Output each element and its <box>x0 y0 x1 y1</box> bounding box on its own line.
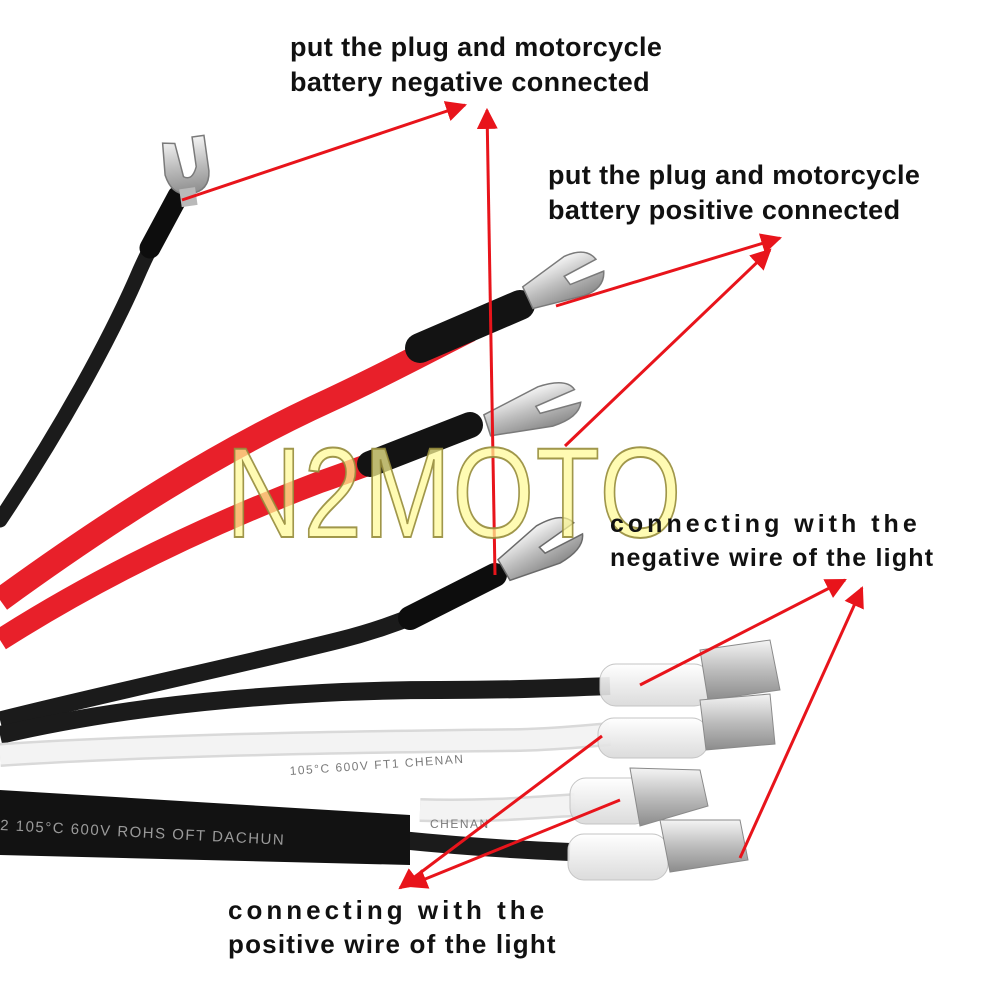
fork-terminal-positive-lower <box>482 382 582 437</box>
caption-battery-negative-line2: battery negative connected <box>290 67 651 97</box>
spade-connector-1 <box>599 639 781 707</box>
caption-light-negative-line1: connecting with the <box>610 510 921 538</box>
caption-light-positive-line2: positive wire of the light <box>228 929 557 959</box>
fork-terminal-middle <box>497 516 584 582</box>
spade-connector-4 <box>567 819 749 881</box>
arrow-neg-batt-up <box>476 107 498 576</box>
red-positive-wire-lower <box>0 382 582 650</box>
arrow-neg-light-upper <box>639 578 847 687</box>
arrow-neg-light-lower <box>738 586 864 859</box>
caption-light-negative-line2: negative wire of the light <box>610 544 935 572</box>
caption-battery-negative-line1: put the plug and motorcycle <box>290 32 663 62</box>
spade-connector-3 <box>569 767 709 827</box>
caption-battery-positive-line1: put the plug and motorcycle <box>548 160 921 190</box>
fork-terminal-positive-upper <box>521 251 605 310</box>
black-negative-battery-wire <box>0 134 210 528</box>
arrow-pos-batt-lower <box>563 248 772 448</box>
caption-light-negative: connecting with the negative wire of the … <box>610 507 934 575</box>
arrow-neg-batt-to-text <box>181 101 467 202</box>
white-wire-upper: 105°C 600V FT1 CHENAN <box>0 722 611 778</box>
white-wire-upper-print: 105°C 600V FT1 CHENAN <box>289 752 465 778</box>
caption-light-positive-line1: connecting with the <box>228 895 549 925</box>
caption-battery-negative: put the plug and motorcycle battery negat… <box>290 30 662 100</box>
red-positive-wire-upper <box>0 251 605 610</box>
callout-arrows <box>181 101 864 890</box>
black-wire-to-light <box>0 677 611 744</box>
white-wire-lower-print: CHENAN <box>430 817 490 831</box>
main-cable: 2 105°C 600V ROHS OFT DACHUN <box>0 790 410 865</box>
caption-battery-positive-line2: battery positive connected <box>548 195 901 225</box>
caption-light-positive: connecting with the positive wire of the … <box>228 893 557 961</box>
black-wire-lower <box>399 831 571 861</box>
caption-battery-positive: put the plug and motorcycle battery posit… <box>548 158 920 228</box>
arrow-pos-light-upper <box>398 734 603 890</box>
arrow-pos-light-lower <box>406 798 621 889</box>
watermark: N2MOTO <box>225 422 683 565</box>
arrow-pos-batt-upper <box>555 233 783 308</box>
black-wire-middle <box>0 516 584 729</box>
